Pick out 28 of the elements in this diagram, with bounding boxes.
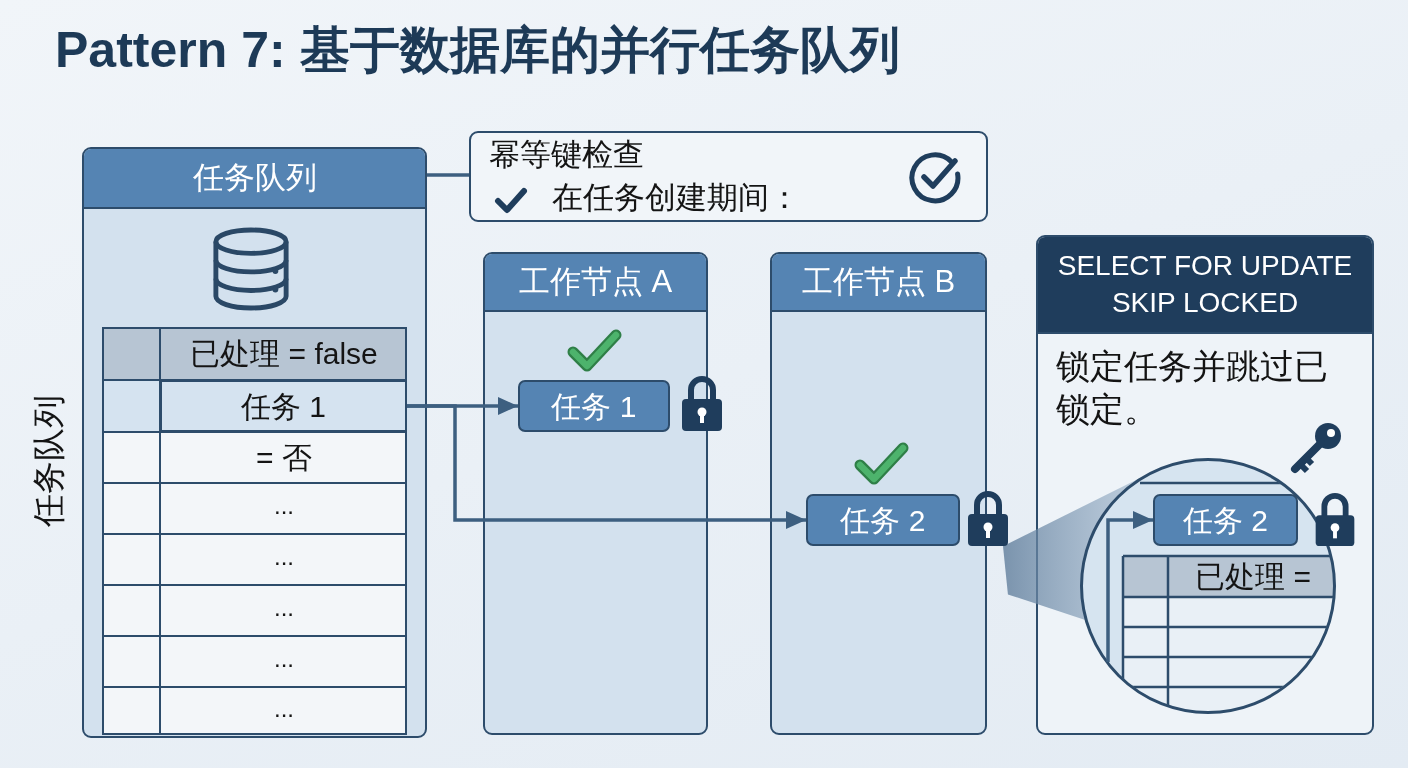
ellipsis: ... [274,542,294,572]
column-header: 已处理 = false [190,336,378,372]
magnifier-circle [1080,458,1336,714]
arrow [1106,511,1153,662]
panel-header: 工作节点 B [772,254,985,312]
column-header: 已处理 = [1195,559,1311,595]
table-cell: 任务 1 [160,380,407,432]
connector-line [427,173,469,177]
box-text: 在任务创建期间： [552,179,800,217]
table-text: = 否 [256,440,312,476]
panel [1036,235,1374,735]
info-box [469,131,988,222]
panel-header: 任务队列 [84,149,425,209]
ellipsis: ... [274,491,294,521]
panel-header: SELECT FOR UPDATE SKIP LOCKED [1038,237,1372,334]
task-box: 任务 2 [806,494,960,546]
ellipsis: ... [274,644,294,674]
box-heading: 幂等键检查 [489,136,644,174]
task-box: 任务 2 [1153,494,1298,546]
ellipsis: ... [274,593,294,623]
vertical-label: 任务队列 [29,395,69,527]
ellipsis: ... [274,694,294,724]
panel-header: 工作节点 A [485,254,706,312]
title: Pattern 7: 基于数据库的并行任务队列 [55,21,900,80]
arrow [407,404,806,529]
task-box: 任务 1 [518,380,670,432]
panel [82,147,427,738]
description-text: 锁定任务并跳过已锁定。 [1056,346,1329,430]
